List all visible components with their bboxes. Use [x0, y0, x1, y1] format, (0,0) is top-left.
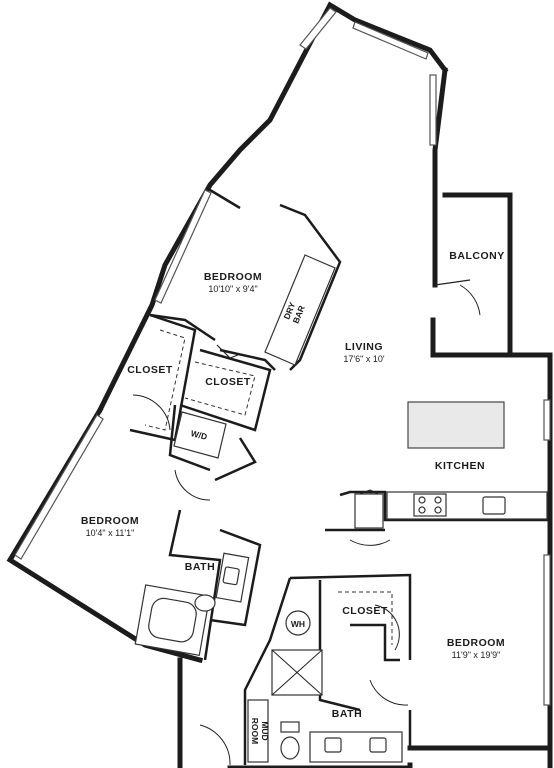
washer-dryer-label: W/D [190, 428, 208, 442]
balcony-name: BALCONY [449, 250, 504, 262]
fixture-labels: DRY BAR W/D WH MUD ROOM [190, 300, 307, 744]
living-name: LIVING [345, 341, 383, 353]
bedroom-left-dims: 10'4" x 11'1" [86, 528, 135, 538]
room-labels: BEDROOM 10'10" x 9'4" LIVING 17'6" x 10'… [81, 250, 505, 720]
washer-dryer-unit [173, 411, 227, 459]
interior-walls [129, 188, 550, 765]
fixtures [134, 254, 548, 763]
water-heater [285, 610, 311, 636]
window-right-tower [429, 74, 437, 146]
mud-room-label-line1: MUD [260, 721, 270, 740]
windows [14, 7, 551, 706]
doors [132, 279, 481, 766]
closet-shelves [144, 329, 393, 645]
stove [413, 493, 447, 517]
window-right-lower [543, 554, 551, 706]
toilet-right [280, 736, 300, 760]
refrigerator [354, 493, 384, 529]
kitchen-counter [386, 491, 548, 520]
kitchen-island [407, 401, 505, 449]
mud-room-label-line2: ROOM [250, 718, 260, 744]
bath-vanity-right [309, 731, 403, 763]
window-upper-left [154, 189, 212, 304]
window-right-upper [543, 399, 551, 441]
toilet-left [194, 594, 216, 612]
bedroom-top-dims: 10'10" x 9'4" [208, 284, 257, 294]
window-top [299, 7, 337, 50]
water-heater-label: WH [291, 619, 305, 629]
closet-right-name: CLOSET [342, 605, 388, 617]
bedroom-right-name: BEDROOM [447, 637, 505, 649]
dry-bar-counter [264, 254, 336, 366]
kitchen-sink [482, 496, 506, 515]
living-dims: 17'6" x 10' [343, 354, 384, 364]
bedroom-top-name: BEDROOM [204, 271, 262, 283]
window-top-left [14, 414, 104, 560]
exterior-walls [6, 1, 553, 768]
window-top-right [352, 21, 429, 60]
closet-mid-name: CLOSET [205, 376, 251, 388]
bath-right-name: BATH [332, 708, 362, 720]
bedroom-left-name: BEDROOM [81, 515, 139, 527]
mud-room-bench [247, 699, 269, 763]
bath-left-name: BATH [185, 561, 215, 573]
kitchen-name: KITCHEN [435, 460, 485, 472]
closet-left-name: CLOSET [127, 364, 173, 376]
bedroom-right-dims: 11'9" x 19'9" [452, 650, 501, 660]
